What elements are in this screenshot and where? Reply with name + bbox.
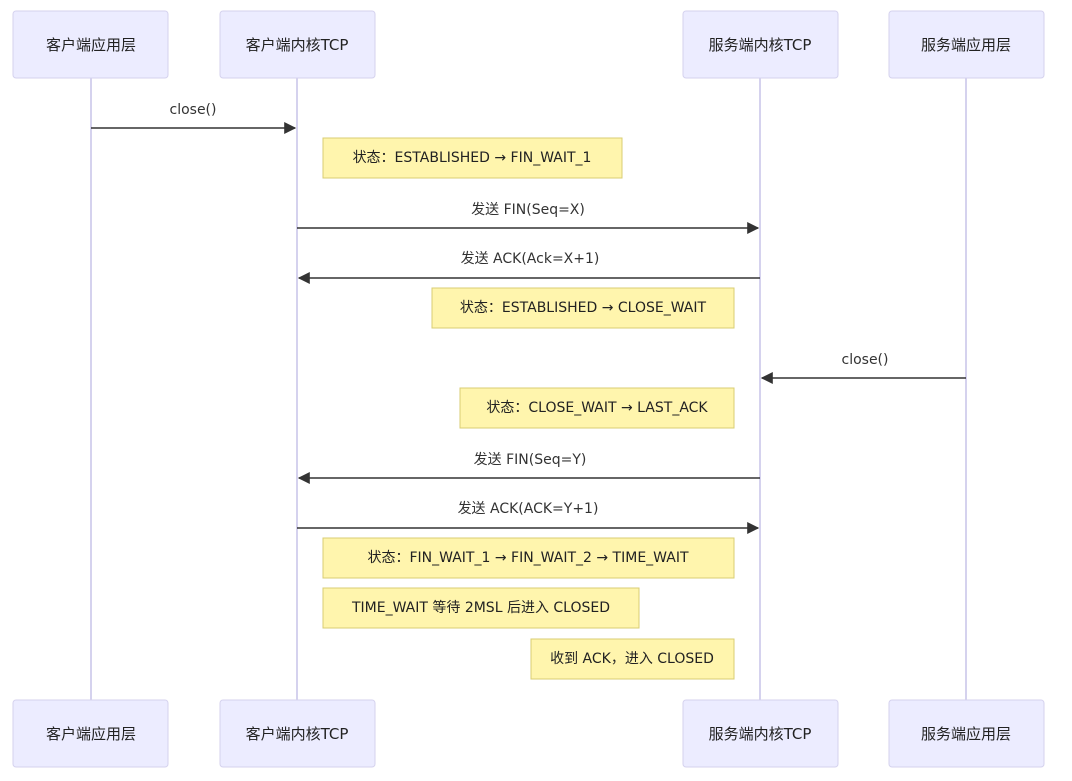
message-send-fin-y: 发送 FIN(Seq=Y): [297, 452, 760, 484]
message-label: 发送 ACK(Ack=X+1): [461, 251, 600, 267]
message-label: 发送 ACK(ACK=Y+1): [458, 501, 599, 517]
actor-top-client-kernel: 客户端内核TCP: [219, 10, 376, 79]
note-closed: 收到 ACK，进入 CLOSED: [530, 638, 735, 680]
actor-bottom-client-kernel: 客户端内核TCP: [219, 699, 376, 768]
message-label: close(): [170, 102, 217, 118]
message-send-ack-y1: 发送 ACK(ACK=Y+1): [297, 501, 760, 534]
actor-label: 服务端内核TCP: [709, 36, 812, 54]
message-close-client: close(): [91, 102, 297, 134]
note-state-fin-wait-1: 状态：ESTABLISHED → FIN_WAIT_1: [322, 137, 623, 179]
actor-bottom-server-app: 服务端应用层: [888, 699, 1045, 768]
actor-top-client-app: 客户端应用层: [12, 10, 169, 79]
actor-top-server-app: 服务端应用层: [888, 10, 1045, 79]
actor-label: 服务端内核TCP: [709, 725, 812, 743]
message-send-ack-x1: 发送 ACK(Ack=X+1): [297, 251, 760, 284]
actor-label: 客户端内核TCP: [246, 36, 349, 54]
message-label: 发送 FIN(Seq=X): [471, 202, 585, 218]
note-label: 状态：CLOSE_WAIT → LAST_ACK: [486, 400, 708, 416]
actor-bottom-server-kernel: 服务端内核TCP: [682, 699, 839, 768]
note-time-wait-2msl: TIME_WAIT 等待 2MSL 后进入 CLOSED: [322, 587, 640, 629]
note-label: 收到 ACK，进入 CLOSED: [550, 651, 714, 667]
actor-label: 客户端内核TCP: [246, 725, 349, 743]
note-label: 状态：FIN_WAIT_1 → FIN_WAIT_2 → TIME_WAIT: [368, 550, 689, 566]
note-state-close-wait: 状态：ESTABLISHED → CLOSE_WAIT: [431, 287, 735, 329]
actor-label: 服务端应用层: [921, 36, 1011, 54]
actor-label: 客户端应用层: [46, 725, 136, 743]
actor-bottom-client-app: 客户端应用层: [12, 699, 169, 768]
message-label: 发送 FIN(Seq=Y): [474, 452, 587, 468]
actor-label: 服务端应用层: [921, 725, 1011, 743]
note-label: 状态：ESTABLISHED → CLOSE_WAIT: [460, 300, 707, 316]
note-label: 状态：ESTABLISHED → FIN_WAIT_1: [353, 150, 592, 166]
note-state-last-ack: 状态：CLOSE_WAIT → LAST_ACK: [459, 387, 735, 429]
actor-top-server-kernel: 服务端内核TCP: [682, 10, 839, 79]
note-label: TIME_WAIT 等待 2MSL 后进入 CLOSED: [351, 599, 610, 616]
actor-label: 客户端应用层: [46, 36, 136, 54]
message-send-fin-x: 发送 FIN(Seq=X): [297, 202, 760, 234]
note-state-time-wait: 状态：FIN_WAIT_1 → FIN_WAIT_2 → TIME_WAIT: [322, 537, 735, 579]
message-label: close(): [842, 352, 889, 368]
message-close-server: close(): [760, 352, 966, 384]
